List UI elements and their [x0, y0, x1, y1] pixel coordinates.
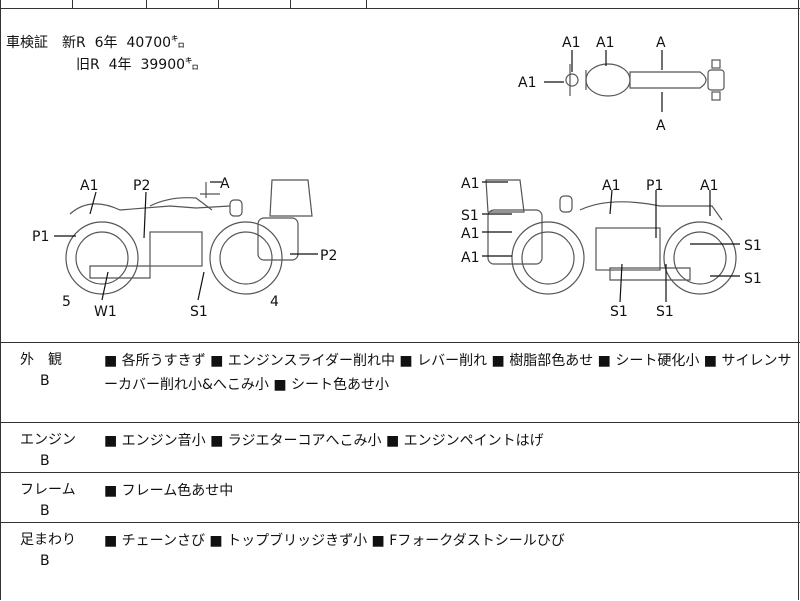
motorcycle-left-side-icon [65, 179, 313, 295]
section-title: エンジン [20, 432, 76, 448]
year-new: 6年 [94, 35, 118, 51]
label-right-s1-bottom-right: S1 [656, 304, 674, 320]
section-grade: B [40, 373, 50, 389]
label-right-a1-tank: A1 [602, 178, 620, 194]
reg-old: 旧R [76, 57, 100, 73]
label-right-a1-bag-top: A1 [461, 176, 479, 192]
label-left-s1: S1 [190, 304, 208, 320]
label-right-p1: P1 [646, 178, 663, 194]
label-left-w1: W1 [94, 304, 117, 320]
section-notes: ■ チェーンさび ■ トップブリッジきず小 ■ Fフォークダストシールひび [104, 533, 565, 549]
inspection-label: 車検証 [6, 35, 48, 51]
label-right-a1-bag-mid: A1 [461, 226, 479, 242]
label-left-a1: A1 [80, 178, 98, 194]
motorcycle-top-view-icon [565, 59, 725, 101]
label-top-a: A [656, 35, 666, 51]
section-notes: ■ フレーム色あせ中 [104, 483, 234, 499]
label-right-s1-lower: S1 [744, 271, 762, 287]
label-left-a: A [220, 176, 230, 192]
motorcycle-right-side-icon [485, 179, 737, 295]
section-grade: B [40, 553, 50, 569]
label-right-a1-bag-low: A1 [461, 250, 479, 266]
km-old: 39900㌔ [140, 57, 200, 73]
label-left-5: 5 [62, 294, 71, 310]
section-notes: ■ 各所うすきず ■ エンジンスライダー削れ中 ■ レバー削れ ■ 樹脂部色あせ… [104, 353, 792, 393]
top-table-edge [0, 0, 800, 9]
section-grade: B [40, 453, 50, 469]
damage-diagram: A1 A1 A A1 A A1 P2 A P1 P2 5 W1 S1 4 A1 … [32, 35, 762, 320]
label-right-s1-bag: S1 [461, 208, 479, 224]
section-grade: B [40, 503, 50, 519]
section-title: フレーム [20, 482, 76, 498]
label-top-a1-side: A1 [518, 75, 536, 91]
section-suspension: 足まわり B ■ チェーンさび ■ トップブリッジきず小 ■ Fフォークダストシ… [0, 522, 800, 601]
label-top-a-bottom: A [656, 118, 666, 134]
section-engine: エンジン B ■ エンジン音小 ■ ラジエターコアへこみ小 ■ エンジンペイント… [0, 422, 800, 473]
label-right-s1-upper: S1 [744, 238, 762, 254]
label-left-p2-top: P2 [133, 178, 150, 194]
section-title: 足まわり [20, 532, 76, 548]
label-left-p1: P1 [32, 229, 49, 245]
section-frame: フレーム B ■ フレーム色あせ中 [0, 472, 800, 523]
reg-new: 新R [62, 35, 86, 51]
section-title: 外 観 [20, 352, 62, 368]
section-notes: ■ エンジン音小 ■ ラジエターコアへこみ小 ■ エンジンペイントはげ [104, 433, 544, 449]
year-old: 4年 [108, 57, 132, 73]
section-exterior: 外 観 B ■ 各所うすきず ■ エンジンスライダー削れ中 ■ レバー削れ ■ … [0, 342, 800, 423]
label-top-a1-mid: A1 [596, 35, 614, 51]
km-new: 40700㌔ [126, 35, 186, 51]
label-right-s1-bottom-left: S1 [610, 304, 628, 320]
inspection-info: 車検証 新R 6年 40700㌔ 旧R 4年 39900㌔ [6, 32, 199, 76]
label-right-a1-fender: A1 [700, 178, 718, 194]
label-left-p2-right: P2 [320, 248, 337, 264]
label-left-4: 4 [270, 294, 279, 310]
label-top-a1-left: A1 [562, 35, 580, 51]
